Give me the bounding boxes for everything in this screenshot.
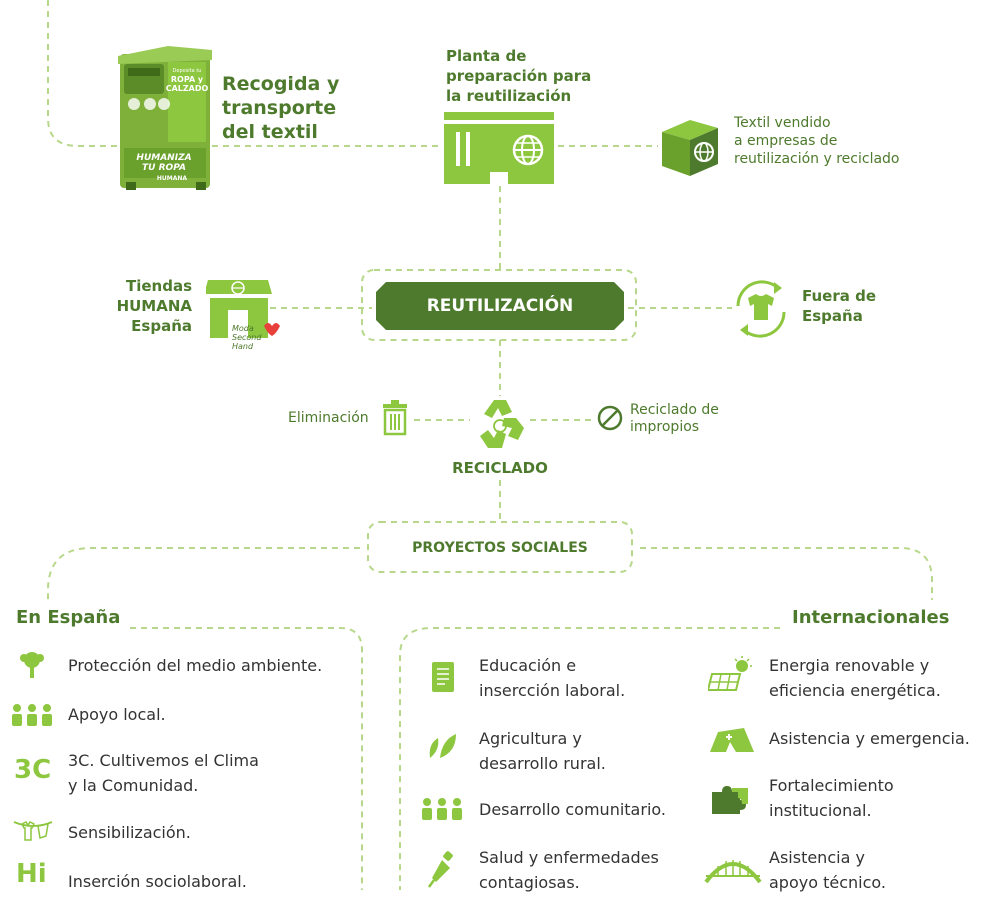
- projects-label: PROYECTOS SOCIALES: [412, 540, 588, 556]
- international-item-text: Asistencia y emergencia.: [769, 729, 970, 748]
- international-item-text: Agricultura y desarrollo rural.: [479, 729, 606, 773]
- collection-label: Recogida y transporte del textil: [222, 73, 340, 143]
- recycle-icon: [480, 400, 524, 448]
- spain-item-text: Sensibilización.: [68, 823, 191, 842]
- people-icon: [422, 798, 462, 820]
- factory-icon: [444, 112, 554, 184]
- international-item-text: Salud y enfermedades contagiosas.: [479, 848, 659, 892]
- recycle-tshirt-icon: [736, 280, 786, 338]
- container-title-2: CALZADO: [166, 84, 209, 93]
- tree-icon: [20, 652, 44, 678]
- solar-icon: [708, 656, 752, 691]
- tent-icon: [710, 728, 754, 752]
- reuse-banner: [376, 282, 624, 330]
- sold-label: Textil vendido a empresas de reutilizaci…: [734, 115, 900, 167]
- international-item-text: Energia renovable y eficiencia energétic…: [769, 656, 941, 700]
- container-small-text: Deposita tu: [173, 68, 202, 74]
- shop-badge: Moda Second Hand: [232, 324, 262, 351]
- plant-label: Planta de preparación para la reutilizac…: [446, 47, 592, 105]
- container-slogan-1: HUMANIZA: [136, 153, 191, 163]
- elimination-label: Eliminación: [288, 410, 369, 426]
- dropper-icon: [427, 851, 453, 888]
- improper-label: Reciclado de impropios: [630, 402, 719, 435]
- people-icon: [12, 704, 52, 726]
- shops-label: Tiendas HUMANA España: [116, 277, 192, 335]
- recycle-label: RECICLADO: [452, 459, 548, 477]
- notebook-icon: [432, 662, 454, 692]
- spain-title: En España: [16, 607, 121, 628]
- spain-item-text: Protección del medio ambiente.: [68, 656, 323, 675]
- container-brand: HUMANA: [157, 175, 188, 182]
- international-item-text: Educación e insercción laboral.: [479, 656, 626, 700]
- spain-item-text: Inserción sociolaboral.: [68, 872, 247, 891]
- international-item-text: Desarrollo comunitario.: [479, 800, 666, 819]
- container-title-1: ROPA y: [171, 75, 204, 84]
- collection-container-icon: Deposita tu ROPA y CALZADO HUMANIZA TU R…: [118, 46, 212, 190]
- puzzle-icon: [712, 786, 748, 814]
- hi-icon: Hi: [16, 859, 47, 889]
- container-slogan-2: TU ROPA: [142, 163, 186, 173]
- reuse-label: REUTILIZACIÓN: [426, 296, 574, 316]
- abroad-label: Fuera de España: [802, 287, 877, 325]
- clothesline-icon: [13, 821, 53, 841]
- international-item-text: Asistencia y apoyo técnico.: [769, 848, 886, 892]
- international-title: Internacionales: [792, 607, 950, 628]
- 3c-icon: 3C: [14, 755, 52, 785]
- spain-item-text: 3C. Cultivemos el Clima y la Comunidad.: [68, 751, 259, 795]
- box-icon: [662, 120, 718, 176]
- trash-icon: [383, 400, 407, 436]
- prohibited-icon: [597, 405, 623, 431]
- spain-item-text: Apoyo local.: [68, 705, 166, 724]
- bridge-icon: [704, 860, 762, 884]
- shop-icon: [206, 280, 280, 338]
- leaf-icon: [429, 734, 456, 758]
- international-item-text: Fortalecimiento institucional.: [769, 776, 894, 820]
